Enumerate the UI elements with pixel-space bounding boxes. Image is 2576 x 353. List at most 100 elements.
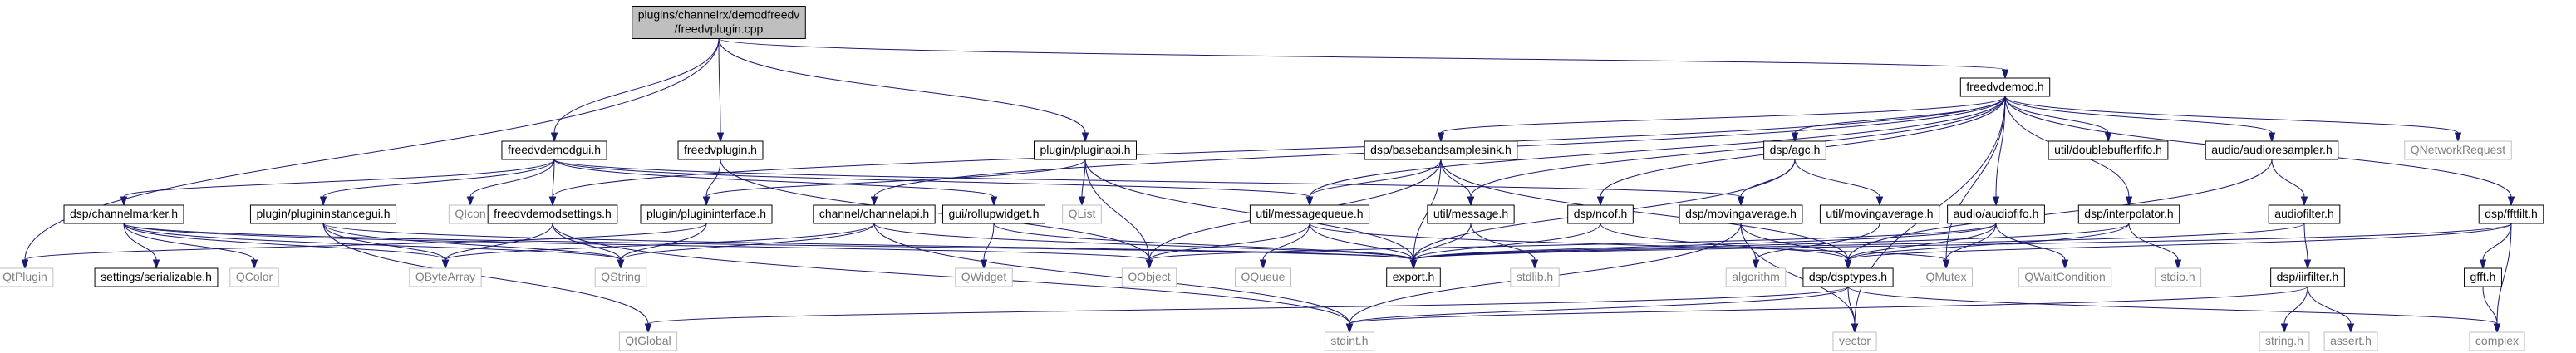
node-box xyxy=(1427,204,1515,224)
node-label: channel/channelapi.h xyxy=(819,207,929,220)
edge-util-movingaverage-h-to-algorithm xyxy=(1752,223,1880,270)
edge-line xyxy=(1794,159,1880,198)
node-dsp-channelmarker-h[interactable]: dsp/channelmarker.h xyxy=(63,204,184,224)
edge-line xyxy=(1413,223,1997,261)
node-dsp-dsptypes-h[interactable]: dsp/dsptypes.h xyxy=(1802,267,1894,287)
node-label: util/doublebufferfifo.h xyxy=(2054,143,2162,156)
edge-arrowhead xyxy=(1081,132,1089,143)
edge-line xyxy=(1740,223,1849,261)
edge-line xyxy=(552,223,622,261)
node-util-movingaverage-h[interactable]: util/movingaverage.h xyxy=(1819,204,1940,224)
node-box xyxy=(1235,267,1291,287)
node-box xyxy=(1121,267,1177,287)
edge-line xyxy=(1470,96,2006,198)
node-box xyxy=(249,204,397,224)
edge-line xyxy=(2303,223,2308,261)
node-plugin-plugininterface-h[interactable]: plugin/plugininterface.h xyxy=(640,204,773,224)
node-dsp-movingaverage-h[interactable]: dsp/movingaverage.h xyxy=(1679,204,1803,224)
node-dsp-fftfilt-h[interactable]: dsp/fftfilt.h xyxy=(2478,204,2544,224)
node-box xyxy=(618,331,678,351)
node-root[interactable]: plugins/channelrx/demodfreedv/freedvplug… xyxy=(632,6,806,39)
edge-line xyxy=(123,159,555,198)
node-dsp-ncof-h[interactable]: dsp/ncof.h xyxy=(1567,204,1634,224)
edge-arrowhead xyxy=(2125,196,2133,207)
node-QByteArray: QByteArray xyxy=(409,267,482,287)
edge-arrowhead xyxy=(1851,323,1859,334)
node-box xyxy=(1947,204,2045,224)
node-box xyxy=(2077,204,2180,224)
node-box xyxy=(501,140,607,160)
edge-line xyxy=(2283,286,2308,325)
node-settings-serializable-h[interactable]: settings/serializable.h xyxy=(94,267,219,287)
edge-line xyxy=(552,159,555,198)
node-QList: QList xyxy=(1062,204,1102,224)
node-freedvdemodsettings-h[interactable]: freedvdemodsettings.h xyxy=(487,204,618,224)
node-freedvdemodgui-h[interactable]: freedvdemodgui.h xyxy=(501,140,607,160)
edge-line xyxy=(620,223,875,261)
node-label: export.h xyxy=(1393,270,1435,283)
node-dsp-basebandsamplesink-h[interactable]: dsp/basebandsamplesink.h xyxy=(1364,140,1518,160)
node-string-h: string.h xyxy=(2259,331,2310,351)
edge-line xyxy=(647,286,1849,325)
edge-line xyxy=(1995,96,2006,198)
edge-arrowhead xyxy=(120,196,128,207)
edge-line xyxy=(1413,223,1472,261)
edge-arrowhead xyxy=(250,259,258,270)
node-QObject: QObject xyxy=(1121,267,1177,287)
node-gfft-h[interactable]: gfft.h xyxy=(2464,267,2502,287)
node-freedvdemod-h[interactable]: freedvdemod.h xyxy=(1959,77,2051,97)
node-util-message-h[interactable]: util/message.h xyxy=(1427,204,1515,224)
node-box xyxy=(2270,267,2345,287)
edge-plugin-pluginapi-h-to-QList xyxy=(1078,159,1086,207)
node-plugin-pluginapi-h[interactable]: plugin/pluginapi.h xyxy=(1034,140,1137,160)
node-QWidget: QWidget xyxy=(955,267,1013,287)
node-dsp-interpolator-h[interactable]: dsp/interpolator.h xyxy=(2077,204,2180,224)
edge-arrowhead xyxy=(2300,196,2308,207)
node-label: dsp/fftfilt.h xyxy=(2485,207,2538,220)
node-label: QWaitCondition xyxy=(2024,270,2106,283)
node-dsp-iirfilter-h[interactable]: dsp/iirfilter.h xyxy=(2270,267,2345,287)
edge-freedvdemod-h-to-audio-audiofifo-h xyxy=(1992,96,2006,207)
node-audio-audioresampler-h[interactable]: audio/audioresampler.h xyxy=(2205,140,2339,160)
node-util-messagequeue-h[interactable]: util/messagequeue.h xyxy=(1249,204,1370,224)
node-channel-channelapi-h[interactable]: channel/channelapi.h xyxy=(813,204,936,224)
edge-gui-rollupwidget-h-to-QWidget xyxy=(980,223,995,270)
edge-arrowhead xyxy=(1409,259,1418,270)
node-label: stdint.h xyxy=(1330,334,1368,347)
node-QtPlugin: QtPlugin xyxy=(0,267,54,287)
node-label: plugin/pluginapi.h xyxy=(1040,143,1131,156)
edge-freedvdemod-h-to-QNetworkRequest xyxy=(2004,96,2462,143)
edge-line xyxy=(1847,223,1997,261)
node-gui-rollupwidget-h[interactable]: gui/rollupwidget.h xyxy=(942,204,1045,224)
edge-line xyxy=(1413,223,2512,261)
node-label: QList xyxy=(1069,207,1096,220)
node-box xyxy=(63,204,184,224)
edge-line xyxy=(552,96,2006,198)
edge-dsp-basebandsamplesink-h-to-util-message-h xyxy=(1440,159,1475,207)
node-label: QtPlugin xyxy=(2,270,47,283)
edge-arrowhead xyxy=(2303,259,2312,270)
node-stdlib-h: stdlib.h xyxy=(1510,267,1560,287)
node-label: complex xyxy=(2475,334,2519,347)
node-box xyxy=(229,267,279,287)
node-label: /freedvplugin.cpp xyxy=(675,22,764,36)
node-dsp-agc-h[interactable]: dsp/agc.h xyxy=(1763,140,1826,160)
node-audiofilter-h[interactable]: audiofilter.h xyxy=(2268,204,2341,224)
node-export-h[interactable]: export.h xyxy=(1386,267,1441,287)
edge-line xyxy=(718,38,721,134)
node-label: freedvdemodsettings.h xyxy=(494,207,612,220)
edge-arrowhead xyxy=(1737,196,1745,207)
edge-line xyxy=(873,223,1414,261)
node-label: dsp/channelmarker.h xyxy=(70,207,178,220)
node-box xyxy=(1567,204,1634,224)
node-util-doublebufferfifo-h[interactable]: util/doublebufferfifo.h xyxy=(2048,140,2169,160)
node-label: assert.h xyxy=(2330,334,2372,347)
node-audio-audiofifo-h[interactable]: audio/audiofifo.h xyxy=(1947,204,2045,224)
node-label: dsp/interpolator.h xyxy=(2084,207,2173,220)
edge-line xyxy=(24,38,720,261)
node-freedvplugin-h[interactable]: freedvplugin.h xyxy=(677,140,764,160)
node-label: QColor xyxy=(236,270,273,283)
node-plugin-plugininstancegui-h[interactable]: plugin/plugininstancegui.h xyxy=(249,204,397,224)
edge-line xyxy=(123,223,1150,261)
node-label: QIcon xyxy=(455,207,485,220)
